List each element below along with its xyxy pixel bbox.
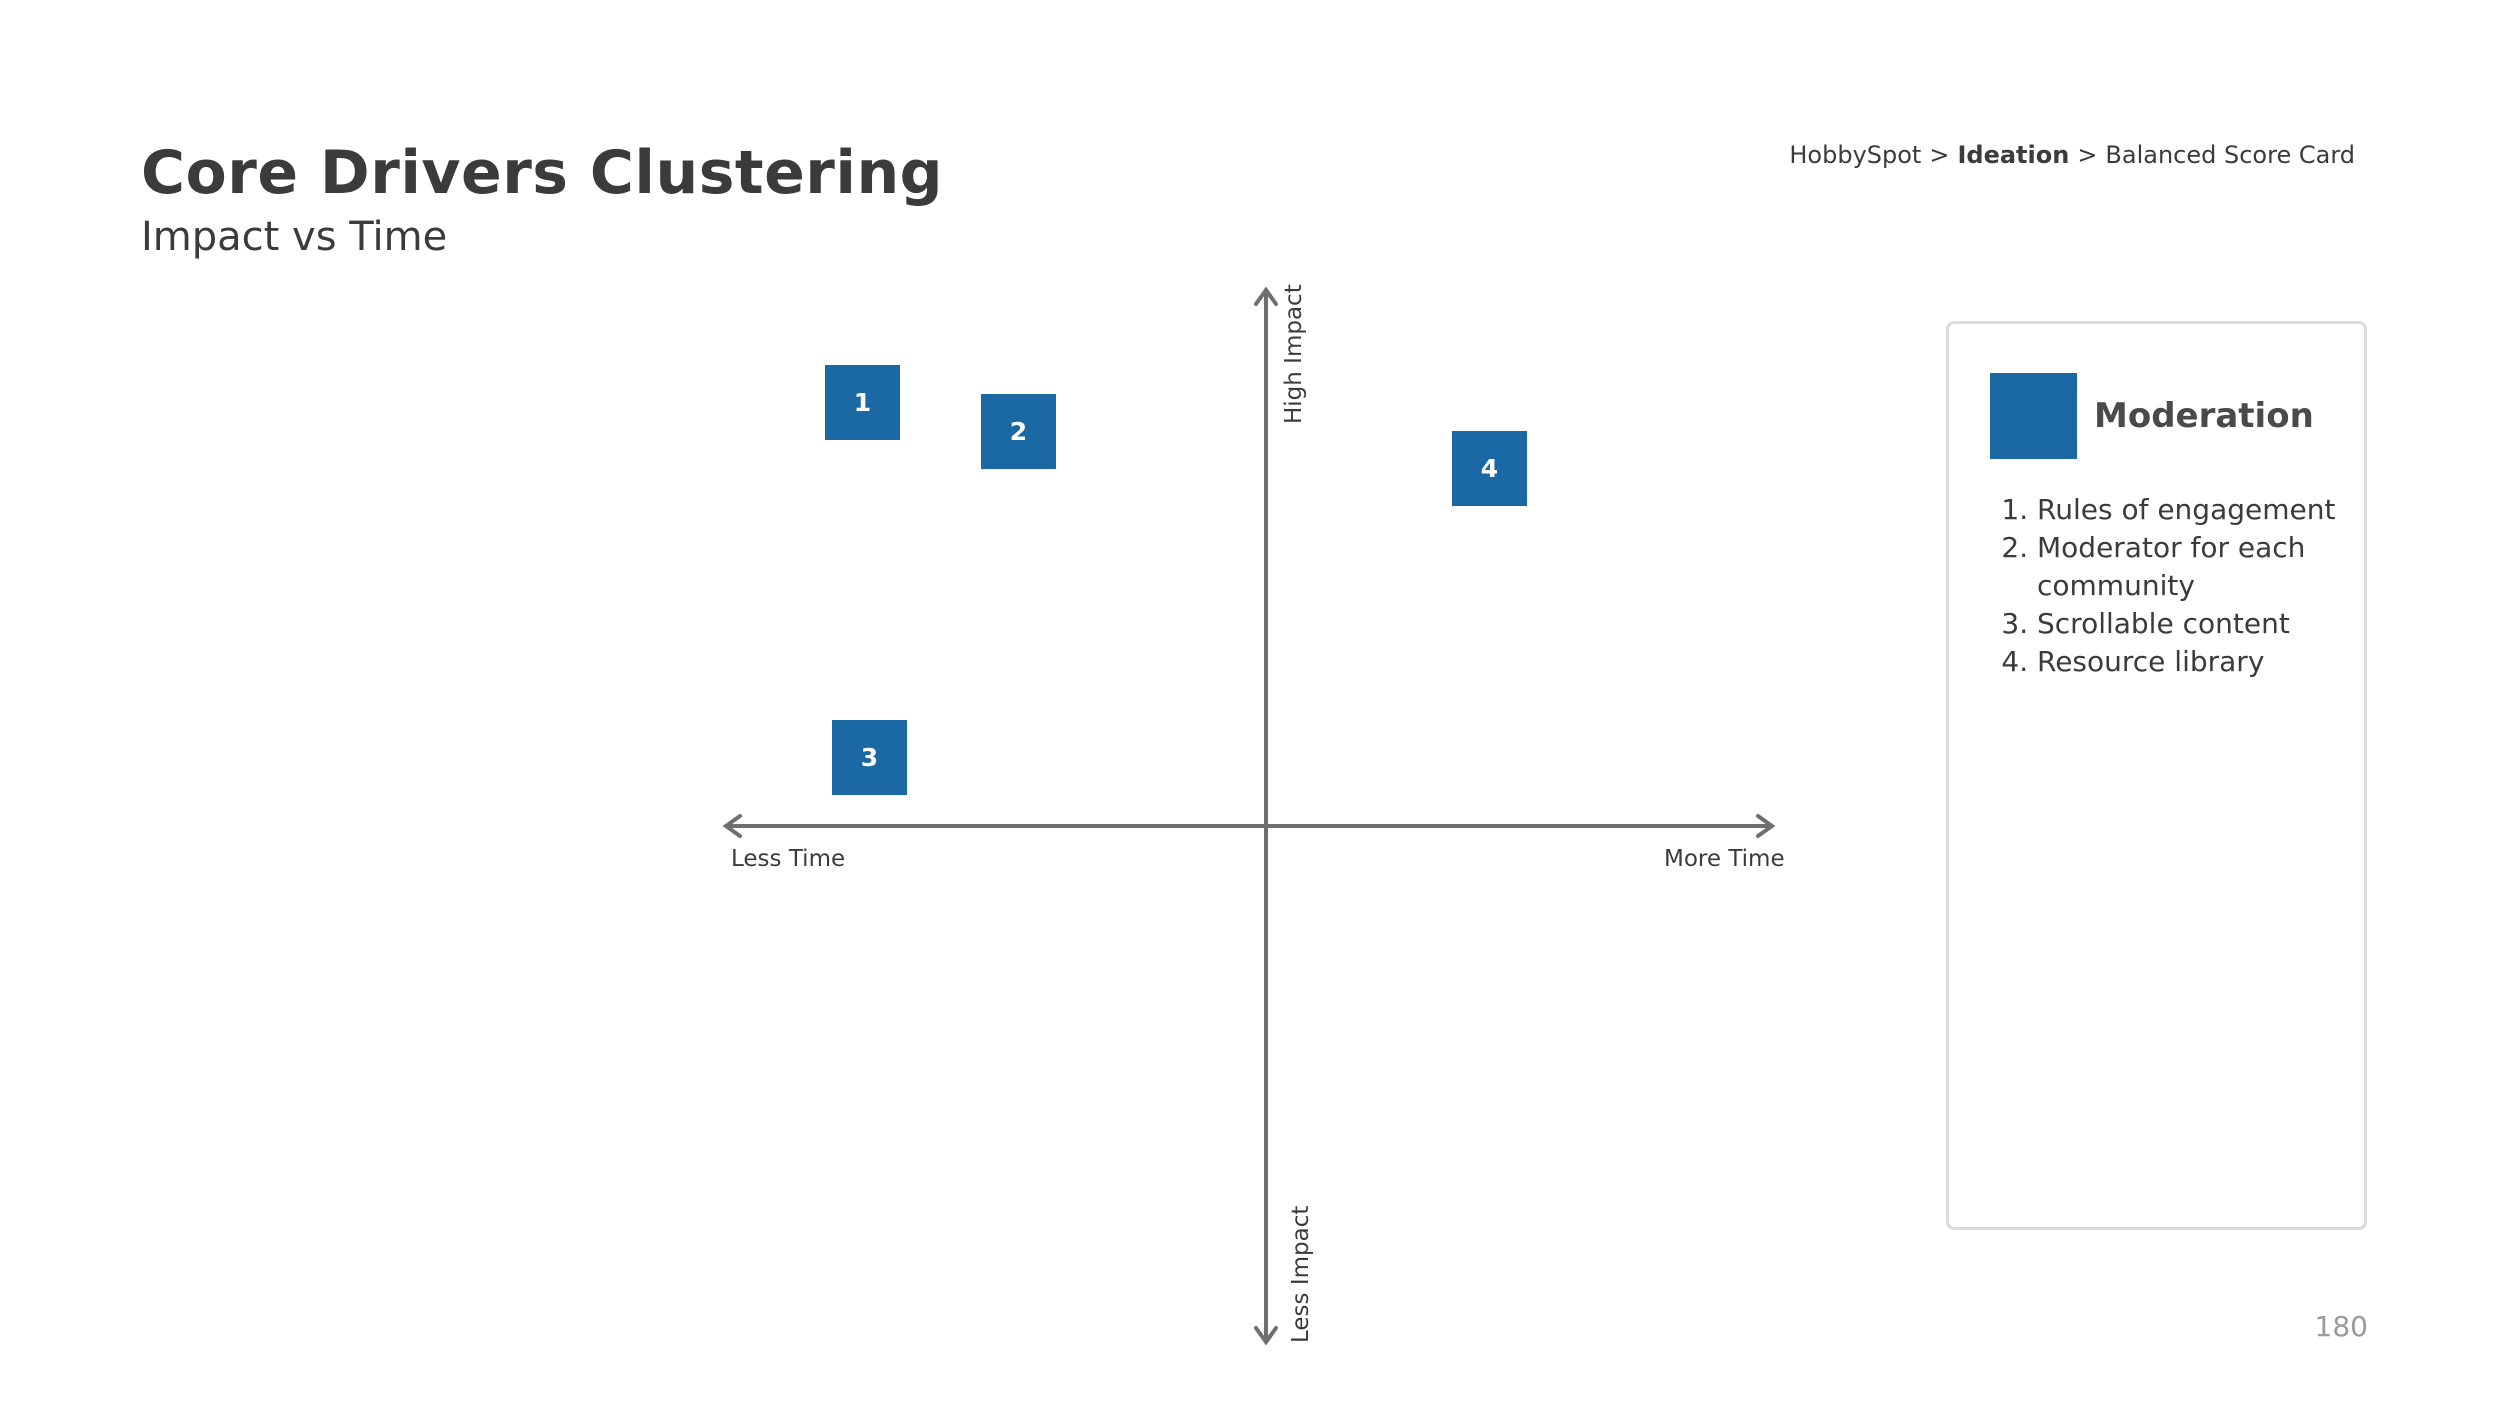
legend-panel: Moderation Rules of engagement Moderator…: [1946, 321, 2367, 1230]
y-axis-bottom-label: Less Impact: [1288, 1205, 1314, 1343]
matrix-item-2[interactable]: 2: [981, 394, 1056, 469]
y-axis-top-label: High Impact: [1281, 284, 1307, 424]
breadcrumb-item-hobbyspot[interactable]: HobbySpot: [1789, 141, 1922, 169]
x-axis-right-arrow: [1756, 814, 1776, 838]
legend-list: Rules of engagement Moderator for each c…: [2011, 491, 2367, 681]
x-axis-right-label: More Time: [1664, 846, 1785, 872]
breadcrumb: HobbySpot > Ideation > Balanced Score Ca…: [1789, 141, 2355, 169]
page-subtitle: Impact vs Time: [141, 214, 448, 260]
x-axis-left-label: Less Time: [731, 846, 846, 872]
legend-title: Moderation: [2094, 396, 2314, 436]
y-axis-top-arrow: [1254, 286, 1278, 306]
page-title: Core Drivers Clustering: [141, 138, 944, 208]
legend-list-item: Rules of engagement: [2037, 491, 2367, 529]
matrix-item-1[interactable]: 1: [825, 365, 900, 440]
breadcrumb-item-ideation[interactable]: Ideation: [1957, 141, 2070, 169]
matrix-item-3[interactable]: 3: [832, 720, 907, 795]
legend-list-item: Moderator for each community: [2037, 529, 2367, 605]
legend-color-swatch: [1990, 373, 2077, 459]
legend-list-item: Scrollable content: [2037, 605, 2367, 643]
y-axis-bottom-arrow: [1254, 1326, 1278, 1346]
page-number: 180: [2314, 1310, 2368, 1343]
x-axis-left-arrow: [722, 814, 742, 838]
breadcrumb-separator: >: [1929, 141, 1950, 169]
matrix-item-4[interactable]: 4: [1452, 431, 1527, 506]
breadcrumb-item-balanced-score-card[interactable]: Balanced Score Card: [2105, 141, 2355, 169]
breadcrumb-separator: >: [2077, 141, 2098, 169]
legend-list-item: Resource library: [2037, 643, 2367, 681]
